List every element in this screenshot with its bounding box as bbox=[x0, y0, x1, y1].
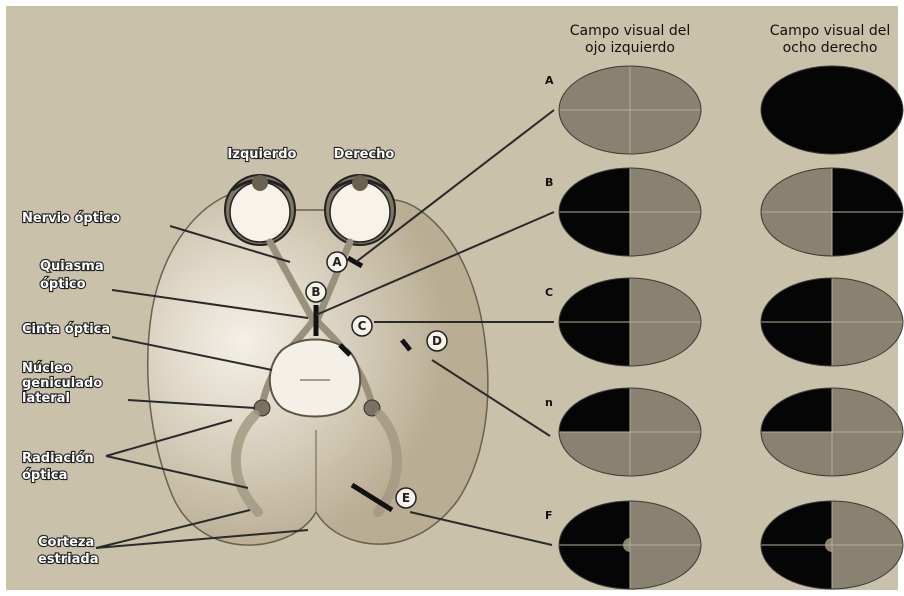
right-eye-field-c bbox=[761, 278, 903, 366]
right-eye-field-f bbox=[761, 501, 903, 589]
left-eye-field-f bbox=[559, 501, 701, 589]
left-eye-field-c bbox=[559, 278, 701, 366]
field-row-letter-2: B bbox=[545, 176, 553, 189]
lesion-marker-b: B bbox=[306, 282, 326, 302]
left-eye bbox=[225, 175, 295, 245]
lesion-marker-a: A bbox=[327, 252, 347, 272]
svg-text:D: D bbox=[432, 334, 442, 348]
lesion-marker-c: C bbox=[352, 316, 372, 336]
right-eye-field-b bbox=[761, 168, 903, 256]
svg-text:E: E bbox=[402, 491, 410, 505]
svg-text:B: B bbox=[311, 285, 320, 299]
right-eye-field-a bbox=[761, 66, 903, 154]
field-row-letter-5: F bbox=[545, 509, 553, 522]
left-eye-field-a bbox=[559, 66, 701, 154]
svg-text:A: A bbox=[332, 255, 342, 269]
field-row-letter-3: C bbox=[545, 286, 553, 299]
field-row-letter-4: n bbox=[545, 396, 553, 409]
label-left-side: Izquierdo bbox=[228, 147, 297, 162]
field-row-letter-1: A bbox=[545, 74, 554, 87]
label-right-side: Derecho bbox=[334, 147, 395, 162]
label-optic-nerve: Nervio óptico bbox=[22, 211, 120, 226]
label-optic-tract: Cinta óptica bbox=[22, 322, 110, 337]
right-eye bbox=[325, 175, 395, 245]
left-eye-field-b bbox=[559, 168, 701, 256]
lesion-marker-d: D bbox=[427, 331, 447, 351]
svg-text:C: C bbox=[358, 319, 367, 333]
right-eye-field-n bbox=[761, 388, 903, 476]
lesion-marker-e: E bbox=[396, 488, 416, 508]
left-eye-field-n bbox=[559, 388, 701, 476]
